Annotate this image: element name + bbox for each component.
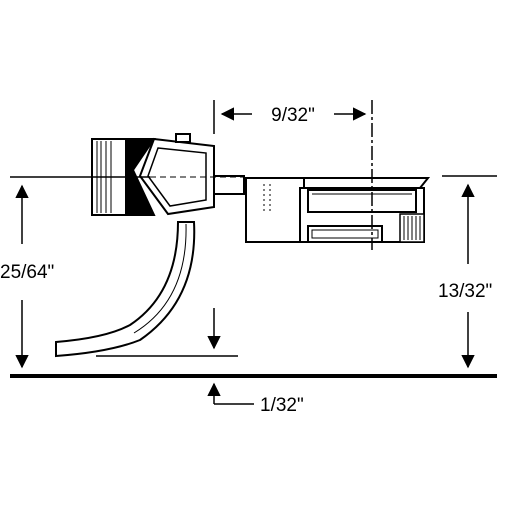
coupler-head — [91, 133, 245, 216]
dimension-bottom-label: 1/32" — [260, 395, 304, 416]
dimension-left — [10, 176, 150, 369]
dimension-bottom — [96, 308, 254, 405]
dimension-top — [213, 100, 373, 250]
dimension-right — [442, 175, 497, 369]
dimension-right-label: 13/32" — [438, 281, 492, 302]
draft-gear-box — [245, 177, 431, 243]
dimension-top-label: 9/32" — [271, 105, 315, 126]
dimension-left-label: 25/64" — [0, 262, 54, 283]
trip-pin — [55, 221, 196, 358]
